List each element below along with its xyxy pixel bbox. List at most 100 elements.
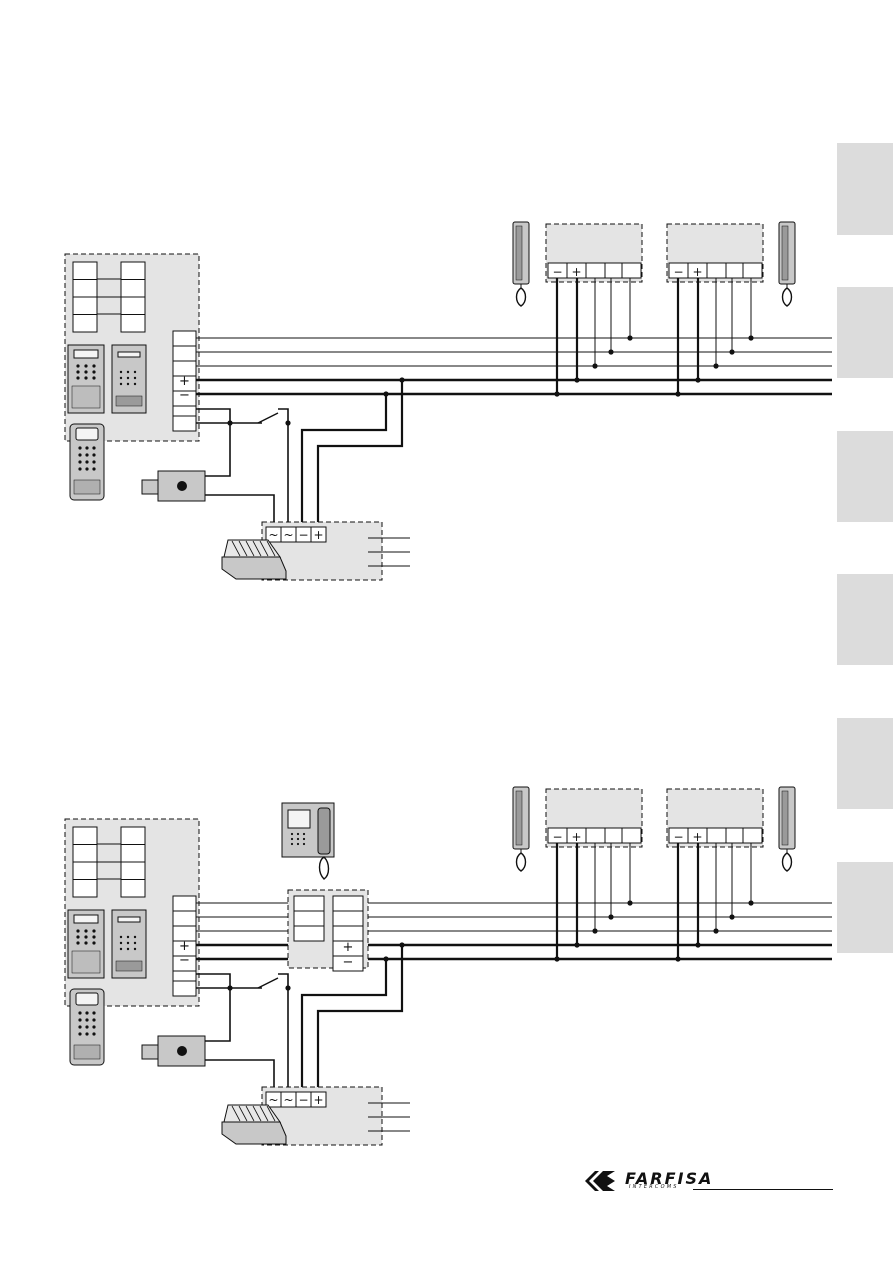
station-terminal-minus-label: − <box>552 265 562 279</box>
side-tab-4 <box>837 574 893 665</box>
station-terminal-3 <box>706 827 727 844</box>
side-tab-3 <box>837 431 893 522</box>
videophone-key <box>290 842 294 846</box>
lock-keyhole-icon <box>177 1046 187 1056</box>
keypad-remote-key <box>85 446 89 450</box>
electric-lock-bolt <box>141 1044 159 1060</box>
audio-module-dot <box>119 935 123 939</box>
keypad-remote-key <box>92 1025 96 1029</box>
keypad-key <box>84 929 88 933</box>
audio-module-dot <box>133 370 137 374</box>
panel-terminal-minus-label: − <box>179 953 190 968</box>
side-tab-2 <box>837 287 893 378</box>
junction-dot <box>574 942 580 948</box>
button-module-1-4 <box>72 879 98 898</box>
button-module-2-4 <box>120 879 146 898</box>
audio-module-grille <box>115 960 143 972</box>
junction-dot <box>675 391 681 397</box>
station-terminal-5 <box>742 262 763 279</box>
psu-device-fin <box>231 540 241 557</box>
keypad-remote-key <box>78 1018 82 1022</box>
psu-device-fin <box>259 540 269 557</box>
distributor-terminal-in-1 <box>293 895 325 912</box>
station-terminal-4 <box>725 827 746 844</box>
lock-keyhole-icon <box>177 481 187 491</box>
keypad-remote-key <box>92 446 96 450</box>
station-terminal-3 <box>585 827 606 844</box>
station-terminal-4 <box>725 262 746 279</box>
station-terminal-3 <box>585 262 606 279</box>
junction-dot <box>399 377 405 383</box>
junction-dot <box>592 928 598 934</box>
keypad-remote-key <box>85 1032 89 1036</box>
speaker-grille <box>71 950 101 974</box>
psu-device-fin <box>266 1105 276 1122</box>
audio-module-dot <box>126 935 130 939</box>
lock-wire-2 <box>205 494 275 523</box>
psu-terminal-label: ~ <box>268 528 278 542</box>
audio-module-dot <box>133 935 137 939</box>
side-tab-1 <box>837 143 893 235</box>
panel-terminal-1 <box>172 895 197 912</box>
speaker-grille <box>71 385 101 409</box>
keypad-key <box>84 941 88 945</box>
distributor-terminal-out-3 <box>332 925 364 942</box>
junction-dot <box>675 956 681 962</box>
button-module-2-2 <box>120 279 146 298</box>
keypad-key <box>92 370 96 374</box>
station-terminal-4 <box>604 827 625 844</box>
junction-dot <box>713 363 719 369</box>
audio-module-grille <box>115 395 143 407</box>
lock-wire-2 <box>205 1059 275 1088</box>
panel-terminal-2 <box>172 345 197 362</box>
handset-cord-coil <box>515 852 527 872</box>
audio-module-dot <box>126 376 130 380</box>
distributor-terminal-out-1 <box>332 895 364 912</box>
keypad-remote-key <box>78 453 82 457</box>
junction-dot <box>729 349 735 355</box>
keypad-remote-key <box>78 467 82 471</box>
keypad-remote-key <box>92 1032 96 1036</box>
psu-device-fin <box>266 540 276 557</box>
distributor-minus-label: − <box>343 955 354 970</box>
junction-dot <box>554 956 560 962</box>
handset-grip <box>781 225 789 281</box>
lock-wire-1 <box>196 973 231 1042</box>
distributor-plus-label: + <box>343 940 354 955</box>
button-module-1-2 <box>72 844 98 863</box>
psu-plus-wire <box>316 380 404 523</box>
junction-dot <box>399 942 405 948</box>
button-module-1-1 <box>72 826 98 845</box>
psu-device-fin <box>231 1105 241 1122</box>
station-terminal-3 <box>706 262 727 279</box>
handset-grip <box>781 790 789 846</box>
videophone-key <box>296 832 300 836</box>
button-module-1-4 <box>72 314 98 333</box>
electric-lock-bolt <box>141 479 159 495</box>
videophone-key <box>290 837 294 841</box>
keypad-remote-key <box>85 453 89 457</box>
audio-module-label <box>117 916 141 923</box>
button-module-1-3 <box>72 861 98 880</box>
button-module-2-1 <box>120 826 146 845</box>
psu-device-fin <box>252 540 262 557</box>
keypad-key <box>84 364 88 368</box>
handset-cord-coil <box>515 287 527 307</box>
keypad-display <box>73 914 99 924</box>
keypad-remote-key <box>85 467 89 471</box>
junction-dot <box>695 377 701 383</box>
button-module-1-3 <box>72 296 98 315</box>
keypad-key <box>84 935 88 939</box>
psu-device-fin <box>245 540 255 557</box>
keypad-key <box>92 376 96 380</box>
handset-grip <box>515 790 523 846</box>
junction-dot <box>695 942 701 948</box>
psu-device-fin <box>238 540 248 557</box>
audio-module-dot <box>126 947 130 951</box>
videophone-key <box>302 837 306 841</box>
psu-terminal-label: − <box>298 528 308 542</box>
keypad-key <box>92 364 96 368</box>
audio-module-dot <box>133 376 137 380</box>
videophone-cord <box>318 856 330 880</box>
distributor-terminal-out-2 <box>332 910 364 927</box>
